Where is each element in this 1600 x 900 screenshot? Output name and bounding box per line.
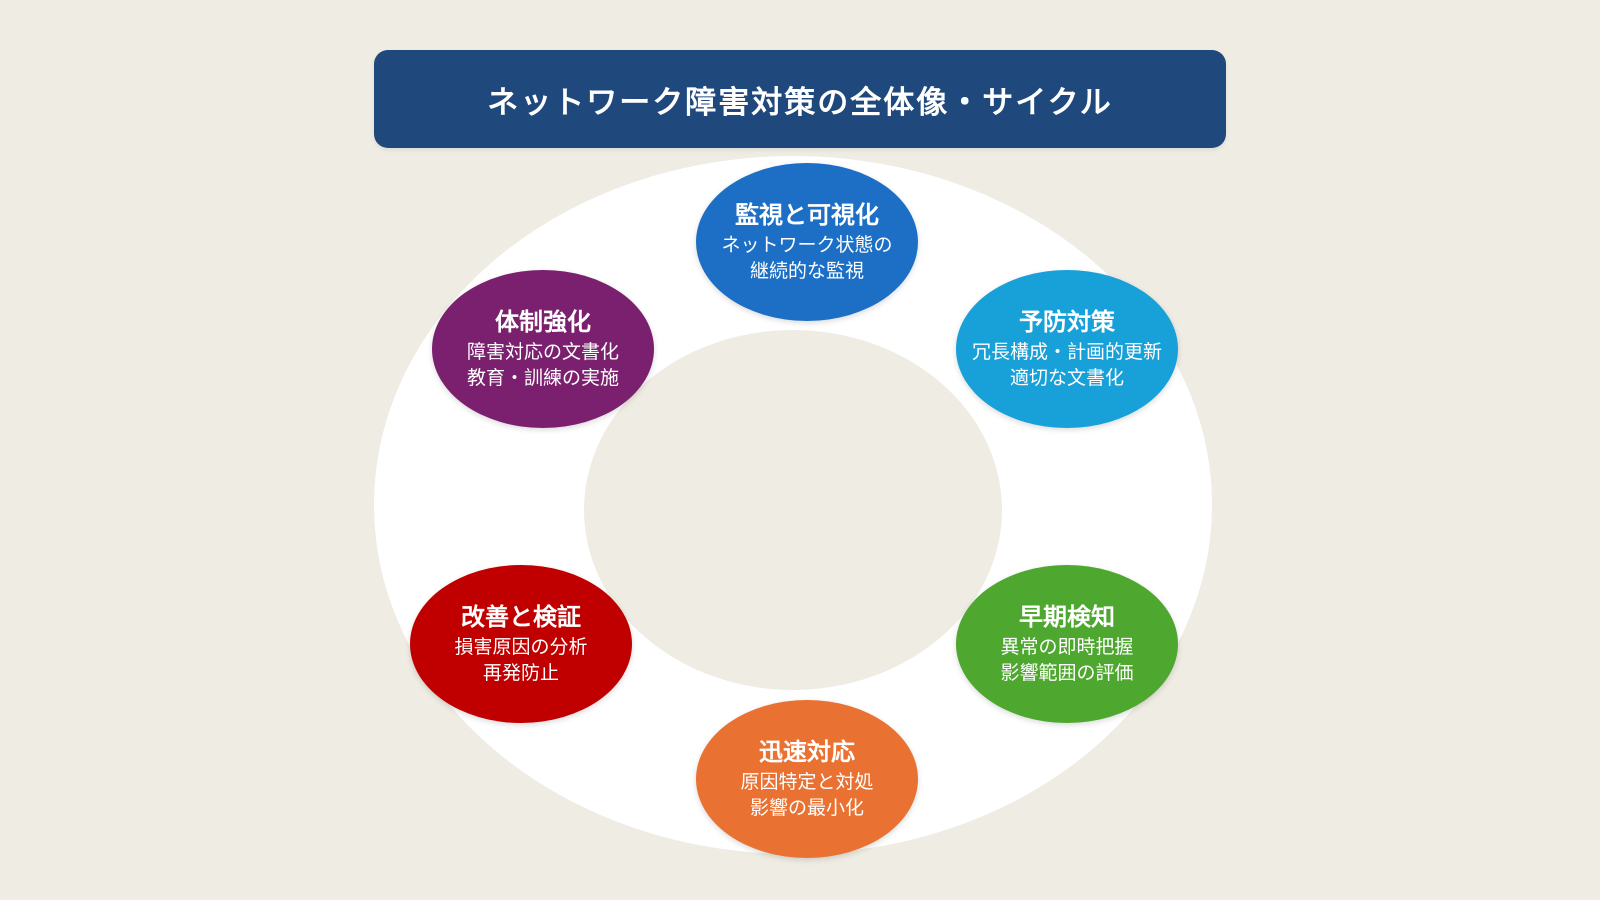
node-response-desc-1: 原因特定と対処	[740, 771, 874, 793]
node-monitoring-desc-1: ネットワーク状態の	[721, 234, 893, 256]
cycle-ring-center	[584, 330, 1002, 690]
node-detection-desc-2: 影響範囲の評価	[1000, 662, 1134, 684]
node-response-desc-2: 影響の最小化	[749, 797, 864, 819]
node-monitoring-desc-2: 継続的な監視	[749, 260, 864, 282]
node-organization-desc-1: 障害対応の文書化	[466, 341, 619, 363]
node-prevention-title: 予防対策	[1019, 308, 1115, 336]
node-monitoring: 監視と可視化 ネットワーク状態の 継続的な監視	[696, 163, 918, 321]
node-response: 迅速対応 原因特定と対処 影響の最小化	[696, 700, 918, 858]
node-prevention: 予防対策 冗長構成・計画的更新 適切な文書化	[956, 270, 1178, 428]
title-banner: ネットワーク障害対策の全体像・サイクル	[374, 50, 1226, 148]
node-improvement: 改善と検証 損害原因の分析 再発防止	[410, 565, 632, 723]
node-improvement-title: 改善と検証	[461, 603, 581, 631]
node-organization-title: 体制強化	[495, 308, 591, 336]
node-response-title: 迅速対応	[759, 738, 855, 766]
node-prevention-desc-2: 適切な文書化	[1009, 367, 1124, 389]
node-organization: 体制強化 障害対応の文書化 教育・訓練の実施	[432, 270, 654, 428]
node-detection-title: 早期検知	[1019, 603, 1115, 631]
node-improvement-desc-1: 損害原因の分析	[454, 636, 588, 658]
node-monitoring-title: 監視と可視化	[735, 201, 879, 229]
node-prevention-desc-1: 冗長構成・計画的更新	[971, 341, 1162, 363]
page-title: ネットワーク障害対策の全体像・サイクル	[487, 84, 1113, 121]
node-detection-desc-1: 異常の即時把握	[1000, 636, 1134, 658]
node-organization-desc-2: 教育・訓練の実施	[466, 367, 619, 389]
node-detection: 早期検知 異常の即時把握 影響範囲の評価	[956, 565, 1178, 723]
node-improvement-desc-2: 再発防止	[482, 662, 559, 684]
